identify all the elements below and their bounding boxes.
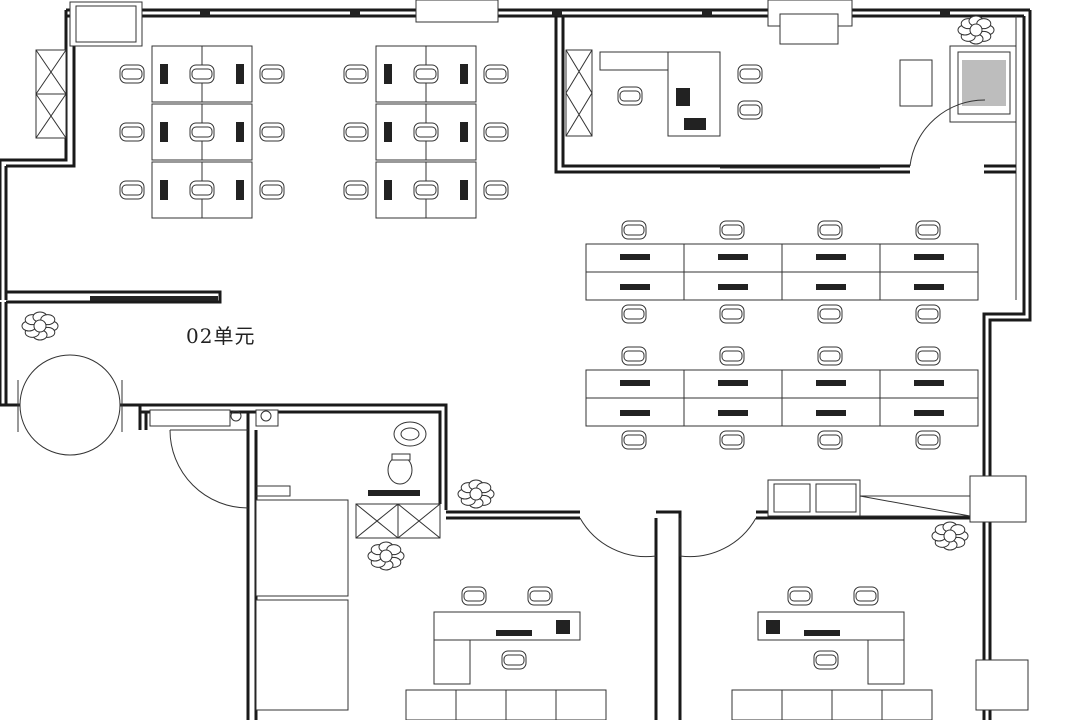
chair-icon — [501, 650, 527, 670]
chair-icon — [259, 180, 285, 200]
chair-icon — [787, 586, 813, 606]
chair-icon — [817, 220, 843, 240]
plant-icon — [931, 521, 969, 551]
chair-icon — [119, 180, 145, 200]
lower-left-rooms — [138, 403, 448, 720]
chair-icon — [617, 86, 643, 106]
chair-icon — [621, 304, 647, 324]
chair-icon — [527, 586, 553, 606]
entrance-door — [0, 354, 140, 456]
chair-icon — [343, 64, 369, 84]
chair-icon — [719, 220, 745, 240]
chair-icon — [413, 180, 439, 200]
chair-icon — [189, 180, 215, 200]
chair-icon — [853, 586, 879, 606]
plants — [21, 15, 995, 571]
chair-icon — [737, 64, 763, 84]
chair-icon — [915, 220, 941, 240]
chair-icon — [413, 122, 439, 142]
outer-walls — [0, 8, 1032, 720]
chair-icon — [413, 64, 439, 84]
unit-label: 02单元 — [186, 324, 256, 348]
lower-offices — [405, 475, 1029, 720]
chair-icon — [737, 100, 763, 120]
plant-icon — [457, 479, 495, 509]
chairs — [119, 64, 941, 670]
left-cabinets — [35, 49, 67, 139]
plant-icon — [957, 15, 995, 45]
plant-icon — [367, 541, 405, 571]
chair-icon — [343, 122, 369, 142]
chair-icon — [915, 346, 941, 366]
chair-icon — [621, 346, 647, 366]
chair-icon — [259, 64, 285, 84]
workstations — [151, 45, 979, 427]
chair-icon — [915, 304, 941, 324]
chair-icon — [719, 430, 745, 450]
chair-icon — [621, 430, 647, 450]
chair-icon — [259, 122, 285, 142]
chair-icon — [719, 304, 745, 324]
chair-icon — [817, 304, 843, 324]
chair-icon — [119, 122, 145, 142]
chair-icon — [461, 586, 487, 606]
top-wall-details — [69, 0, 950, 47]
office-room-top-right — [554, 16, 1017, 174]
chair-icon — [817, 346, 843, 366]
chair-icon — [189, 64, 215, 84]
chair-icon — [189, 122, 215, 142]
chair-icon — [483, 122, 509, 142]
chair-icon — [483, 64, 509, 84]
chair-icon — [483, 180, 509, 200]
plant-icon — [21, 311, 59, 341]
chair-icon — [621, 220, 647, 240]
chair-icon — [817, 430, 843, 450]
chair-icon — [343, 180, 369, 200]
chair-icon — [915, 430, 941, 450]
chair-icon — [719, 346, 745, 366]
chair-icon — [813, 650, 839, 670]
chair-icon — [119, 64, 145, 84]
